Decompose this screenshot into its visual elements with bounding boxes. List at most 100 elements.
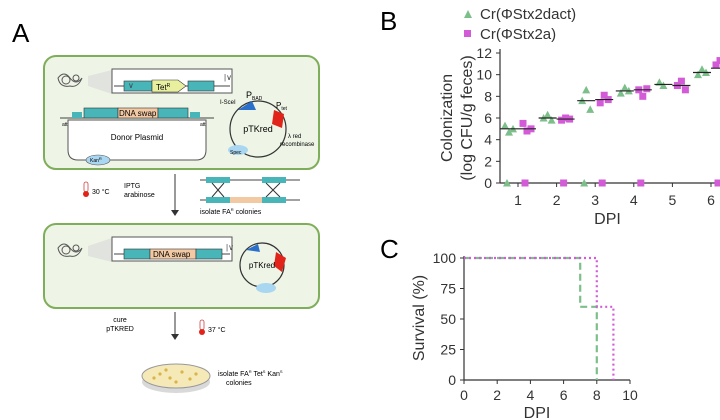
x-tick-label: 2 — [493, 387, 501, 403]
data-point-dact — [620, 83, 629, 92]
data-point-stx2a — [519, 119, 527, 127]
chart-legend: Cr(ΦStx2dact) Cr(ΦStx2a) — [464, 6, 576, 43]
x-tick-label: 6 — [707, 192, 715, 208]
x-axis-title: DPI — [594, 211, 621, 228]
data-point-stx2a — [560, 179, 568, 187]
y-tick-label: 4 — [484, 132, 492, 148]
data-point-dact — [580, 179, 589, 187]
data-point-stx2a — [521, 179, 529, 187]
donor-plasmid-label: Donor Plasmid — [111, 133, 163, 142]
data-point-stx2a — [712, 61, 720, 69]
y-tick-label: 0 — [448, 372, 456, 388]
legend-label: Cr(ΦStx2dact) — [480, 6, 576, 23]
data-point-dact — [582, 85, 591, 94]
donor-plasmid — [67, 119, 207, 161]
y-tick-label: 8 — [484, 88, 492, 104]
data-point-stx2a — [598, 179, 606, 187]
isolate-fa-label: isolate FAR colonies — [200, 207, 262, 216]
data-point-stx2a — [562, 114, 570, 122]
y-axis-title-line2: (log CFU/g feces) — [459, 55, 476, 180]
ptkred-label-bottom: pTKred — [249, 261, 275, 270]
att-left-label: att — [62, 122, 68, 128]
zoom-cone — [88, 70, 112, 94]
data-point-stx2a — [558, 116, 566, 124]
y-tick-label: 2 — [484, 153, 492, 169]
data-point-stx2a — [596, 99, 604, 107]
svg-text:|∨: |∨ — [226, 243, 234, 252]
data-point-stx2a — [639, 92, 647, 100]
legend-label: Cr(ΦStx2a) — [480, 26, 556, 43]
cure-label: cure — [113, 317, 127, 324]
dna-swap-label-bottom: DNA swap — [153, 250, 191, 259]
tet-label: TetR — [156, 83, 171, 92]
data-point-stx2a — [677, 77, 685, 85]
y-tick-label: 25 — [440, 342, 456, 358]
data-point-dact — [543, 110, 552, 119]
panel-label-b: B — [380, 6, 397, 36]
y-tick-label: 6 — [484, 110, 492, 126]
data-point-stx2a — [714, 179, 720, 187]
final-colonies-label: colonies — [226, 380, 252, 387]
y-tick-label: 10 — [476, 67, 492, 83]
data-point-dact — [694, 70, 702, 79]
ptet-label: Ptet — [276, 101, 288, 112]
legend-marker-dact — [464, 10, 472, 18]
x-tick-label: 3 — [591, 192, 599, 208]
y-axis-title-line1: Colonization — [439, 74, 456, 162]
data-point-stx2a — [600, 91, 608, 99]
data-point-dact — [616, 89, 625, 97]
x-tick-label: 0 — [460, 387, 468, 403]
svg-text:|∨: |∨ — [224, 73, 232, 82]
iptg-label: IPTG — [124, 183, 140, 190]
x-tick-label: 4 — [630, 192, 638, 208]
data-point-stx2a — [523, 127, 531, 135]
thermometer-icon — [83, 181, 89, 197]
att-right-label: att — [200, 122, 206, 128]
recombinase-label: recombinase — [280, 142, 315, 148]
y-tick-label: 75 — [440, 281, 456, 297]
x-axis-title: DPI — [524, 405, 551, 420]
y-tick-label: 12 — [476, 45, 492, 61]
data-point-stx2a — [716, 57, 720, 65]
x-tick-label: 2 — [553, 192, 561, 208]
dna-swap-label-top: DNA swap — [119, 109, 157, 118]
crossover-diagram — [200, 177, 300, 203]
pbad-label: PBAD — [246, 90, 263, 102]
isce-label: I-SceI — [220, 100, 236, 106]
panel-label-c: C — [380, 234, 399, 264]
y-tick-label: 50 — [440, 311, 456, 327]
ptkred-cure-label: pTKRED — [106, 326, 134, 333]
x-tick-label: 1 — [514, 192, 522, 208]
kan-marker — [85, 154, 111, 166]
data-point-dact — [547, 116, 556, 124]
svg-text:∨: ∨ — [128, 81, 134, 90]
legend-marker-stx2a — [464, 30, 471, 37]
ptkred-label-top: pTKred — [243, 124, 273, 134]
temp-30-label: 30 °C — [92, 188, 110, 196]
data-point-dact — [659, 81, 668, 89]
chromosome-icon-2 — [57, 243, 83, 257]
ptkred-plasmid-top — [229, 100, 287, 158]
y-axis-title: Survival (%) — [411, 275, 428, 361]
chromosome-icon — [57, 73, 83, 87]
lambda-red-label: λ red — [288, 134, 301, 140]
survival-line-dact — [464, 256, 598, 380]
final-isolate-label: isolate FAR TetS KanS — [218, 369, 283, 378]
petri-dish-icon — [141, 363, 211, 393]
x-tick-label: 4 — [527, 387, 535, 403]
schematic-panel: TetR ∨ |∨ att att DNA swap Donor Plasmid… — [43, 55, 320, 393]
y-tick-label: 100 — [433, 250, 457, 266]
spec-label: Spec — [230, 150, 242, 156]
x-tick-label: 10 — [622, 387, 638, 403]
data-point-stx2a — [643, 85, 651, 93]
arabinose-label: arabinose — [124, 192, 155, 199]
data-point-dact — [505, 128, 513, 136]
data-point-dact — [501, 121, 509, 130]
tet-cassette-arrow — [151, 79, 187, 93]
data-point-dact — [586, 105, 595, 113]
data-point-stx2a — [681, 86, 689, 94]
kan-label: KanR — [90, 156, 102, 164]
